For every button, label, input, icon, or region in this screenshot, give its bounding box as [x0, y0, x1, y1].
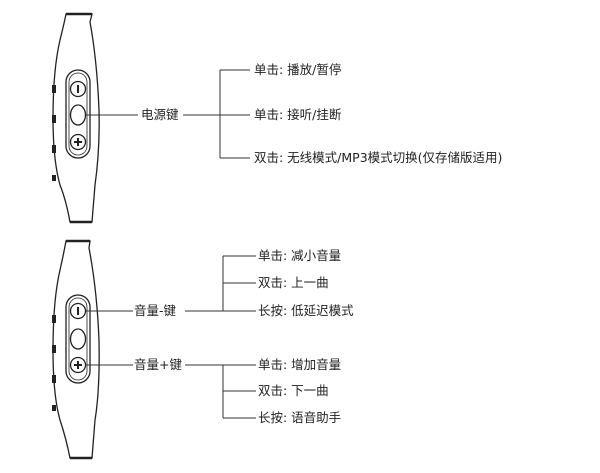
device-top-button-capsule	[65, 69, 91, 159]
device-top-body	[52, 13, 100, 223]
plus-icon	[74, 361, 82, 369]
device-bottom-button-capsule	[65, 294, 91, 384]
volume-up-action-3: 长按: 语音助手	[258, 410, 341, 425]
volume-down-action-1: 单击: 减小音量	[258, 248, 341, 263]
device-top-power-button	[69, 104, 87, 126]
power-action-1: 单击: 播放/暂停	[254, 62, 341, 77]
plus-icon	[74, 138, 82, 146]
volume-up-action-1: 单击: 增加音量	[258, 357, 341, 372]
device-bottom-plus-button	[69, 356, 87, 374]
connectors-top	[86, 69, 250, 159]
device-bottom	[52, 239, 100, 460]
device-top-minus-button	[69, 80, 87, 98]
device-bottom-body	[52, 240, 100, 459]
power-button-label: 电源键	[141, 107, 179, 122]
connectors-volume-down	[86, 255, 256, 312]
volume-down-action-3: 长按: 低延迟模式	[258, 303, 354, 318]
power-action-3: 双击: 无线模式/MP3模式切换(仅存储版适用)	[254, 150, 502, 165]
volume-up-action-2: 双击: 下一曲	[258, 383, 329, 398]
power-action-2: 单击: 接听/挂断	[254, 107, 341, 122]
device-top	[52, 12, 100, 224]
volume-down-action-2: 双击: 上一曲	[258, 275, 329, 290]
volume-up-label: 音量+键	[134, 357, 182, 372]
device-bottom-middle-button	[69, 328, 87, 350]
volume-down-label: 音量-键	[134, 303, 177, 318]
connectors-volume-up	[86, 364, 256, 419]
device-bottom-minus-button	[69, 302, 87, 320]
device-top-plus-button	[69, 133, 87, 151]
